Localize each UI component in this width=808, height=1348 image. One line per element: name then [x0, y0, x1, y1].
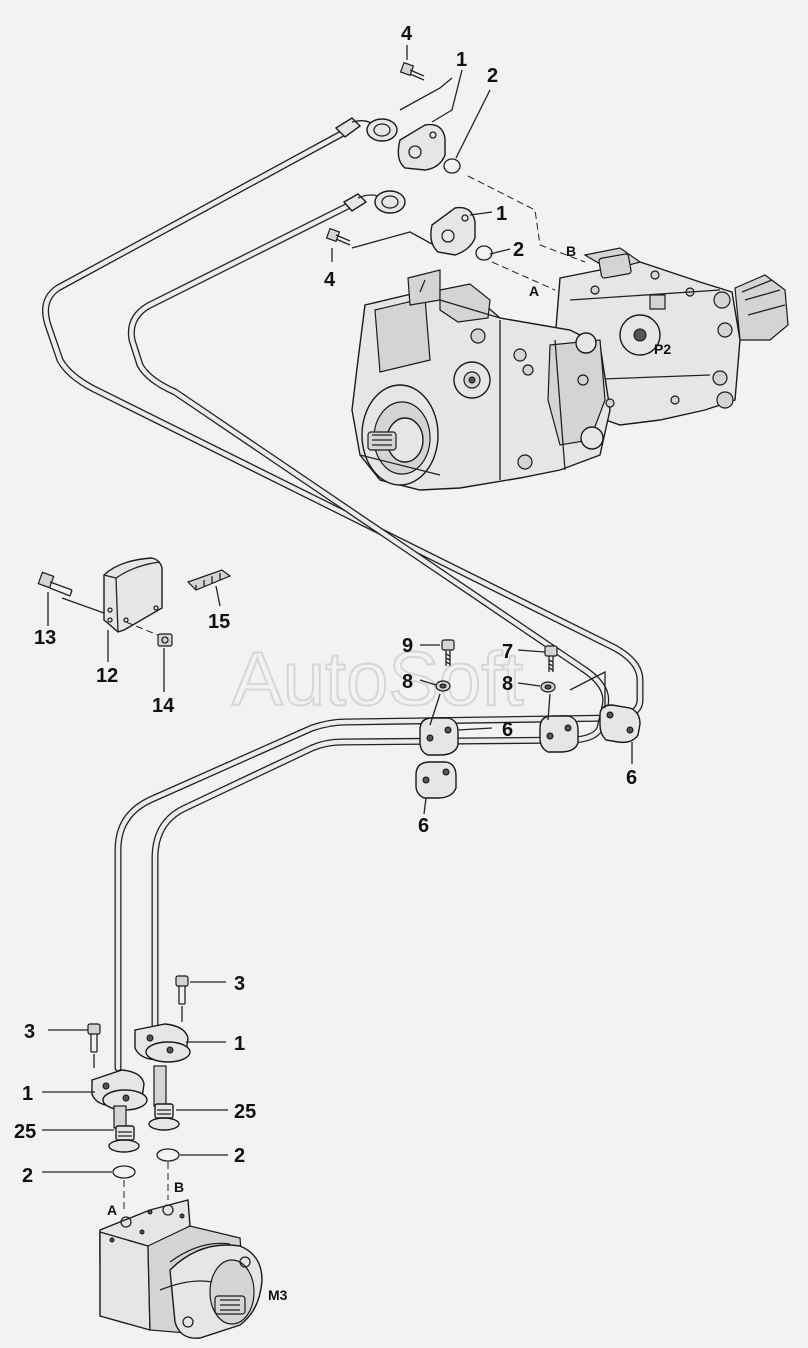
callout-top-flange: 1	[456, 49, 467, 71]
hose-end-fitting-mid	[342, 190, 406, 214]
callout-mid-flange: 1	[496, 203, 507, 225]
callout-motor-fitting-right: 25	[234, 1101, 256, 1123]
callout-bracket-pad: 15	[208, 611, 230, 633]
split-flange-top	[397, 123, 446, 171]
callout-clamp-washer-left: 8	[402, 671, 413, 693]
callout-clamp-upper-right: 6	[626, 767, 637, 789]
bolt-7	[544, 645, 558, 672]
callout-motor-bolt-right: 3	[234, 973, 245, 995]
o-ring-motor-left	[112, 1165, 136, 1179]
split-flange-right	[134, 1023, 191, 1063]
bolt-mid	[325, 227, 351, 246]
bolt-top	[399, 61, 425, 81]
split-flange-mid	[430, 206, 476, 256]
callout-clamp-upper-mid: 6	[502, 719, 513, 741]
callout-bracket: 12	[96, 665, 118, 687]
callout-motor-flange-left: 1	[22, 1083, 33, 1105]
washer-8-right	[540, 681, 556, 693]
pump-port-a: A	[529, 283, 539, 299]
bolt-13	[37, 571, 73, 597]
callout-top-oring: 2	[487, 65, 498, 87]
callout-motor-oring-right: 2	[234, 1145, 245, 1167]
fitting-25-left	[108, 1105, 140, 1153]
motor-port-b: B	[174, 1179, 184, 1195]
hose-end-fitting-top	[334, 117, 398, 142]
watermark: AutoSoft	[232, 637, 524, 722]
clamp-lower	[415, 761, 457, 799]
clamp-upper-mid	[539, 715, 579, 753]
pump-label-p2: P2	[654, 341, 671, 357]
nut-14	[157, 633, 173, 647]
bolt-9	[441, 639, 455, 666]
callout-clamp-washer-right: 8	[502, 673, 513, 695]
motor-port-a: A	[107, 1202, 117, 1218]
callout-top-bolt: 4	[401, 23, 413, 45]
bolt-3-left	[87, 1023, 101, 1053]
clamp-upper-right	[599, 704, 641, 744]
clamp-upper-left	[419, 717, 459, 756]
fitting-25-right	[148, 1065, 180, 1131]
o-ring-mid	[475, 245, 493, 261]
callout-clamp-lower: 6	[418, 815, 429, 837]
hose-line-outer	[42, 128, 644, 1072]
bolt-3-right	[175, 975, 189, 1005]
washer-8-left	[435, 680, 451, 692]
callout-motor-fitting-left: 25	[14, 1121, 36, 1143]
pad-15	[186, 569, 232, 591]
motor-label-m3: M3	[268, 1287, 288, 1303]
o-ring-motor-right	[156, 1148, 180, 1162]
pump-p2	[351, 247, 789, 491]
callout-clamp-bolt-7: 7	[502, 641, 513, 663]
callout-bracket-bolt: 13	[34, 627, 56, 649]
callout-motor-bolt-left: 3	[24, 1021, 35, 1043]
callout-motor-oring-left: 2	[22, 1165, 33, 1187]
pump-port-b: B	[566, 243, 576, 259]
callout-clamp-bolt-9: 9	[402, 635, 413, 657]
callout-mid-oring: 2	[513, 239, 524, 261]
o-ring-top	[443, 158, 461, 174]
motor-m3	[99, 1199, 263, 1339]
callout-motor-flange-right: 1	[234, 1033, 245, 1055]
split-flange-left	[91, 1069, 148, 1111]
callout-bracket-nut: 14	[152, 695, 175, 717]
callout-mid-bolt: 4	[324, 269, 336, 291]
bracket-12	[103, 557, 163, 633]
